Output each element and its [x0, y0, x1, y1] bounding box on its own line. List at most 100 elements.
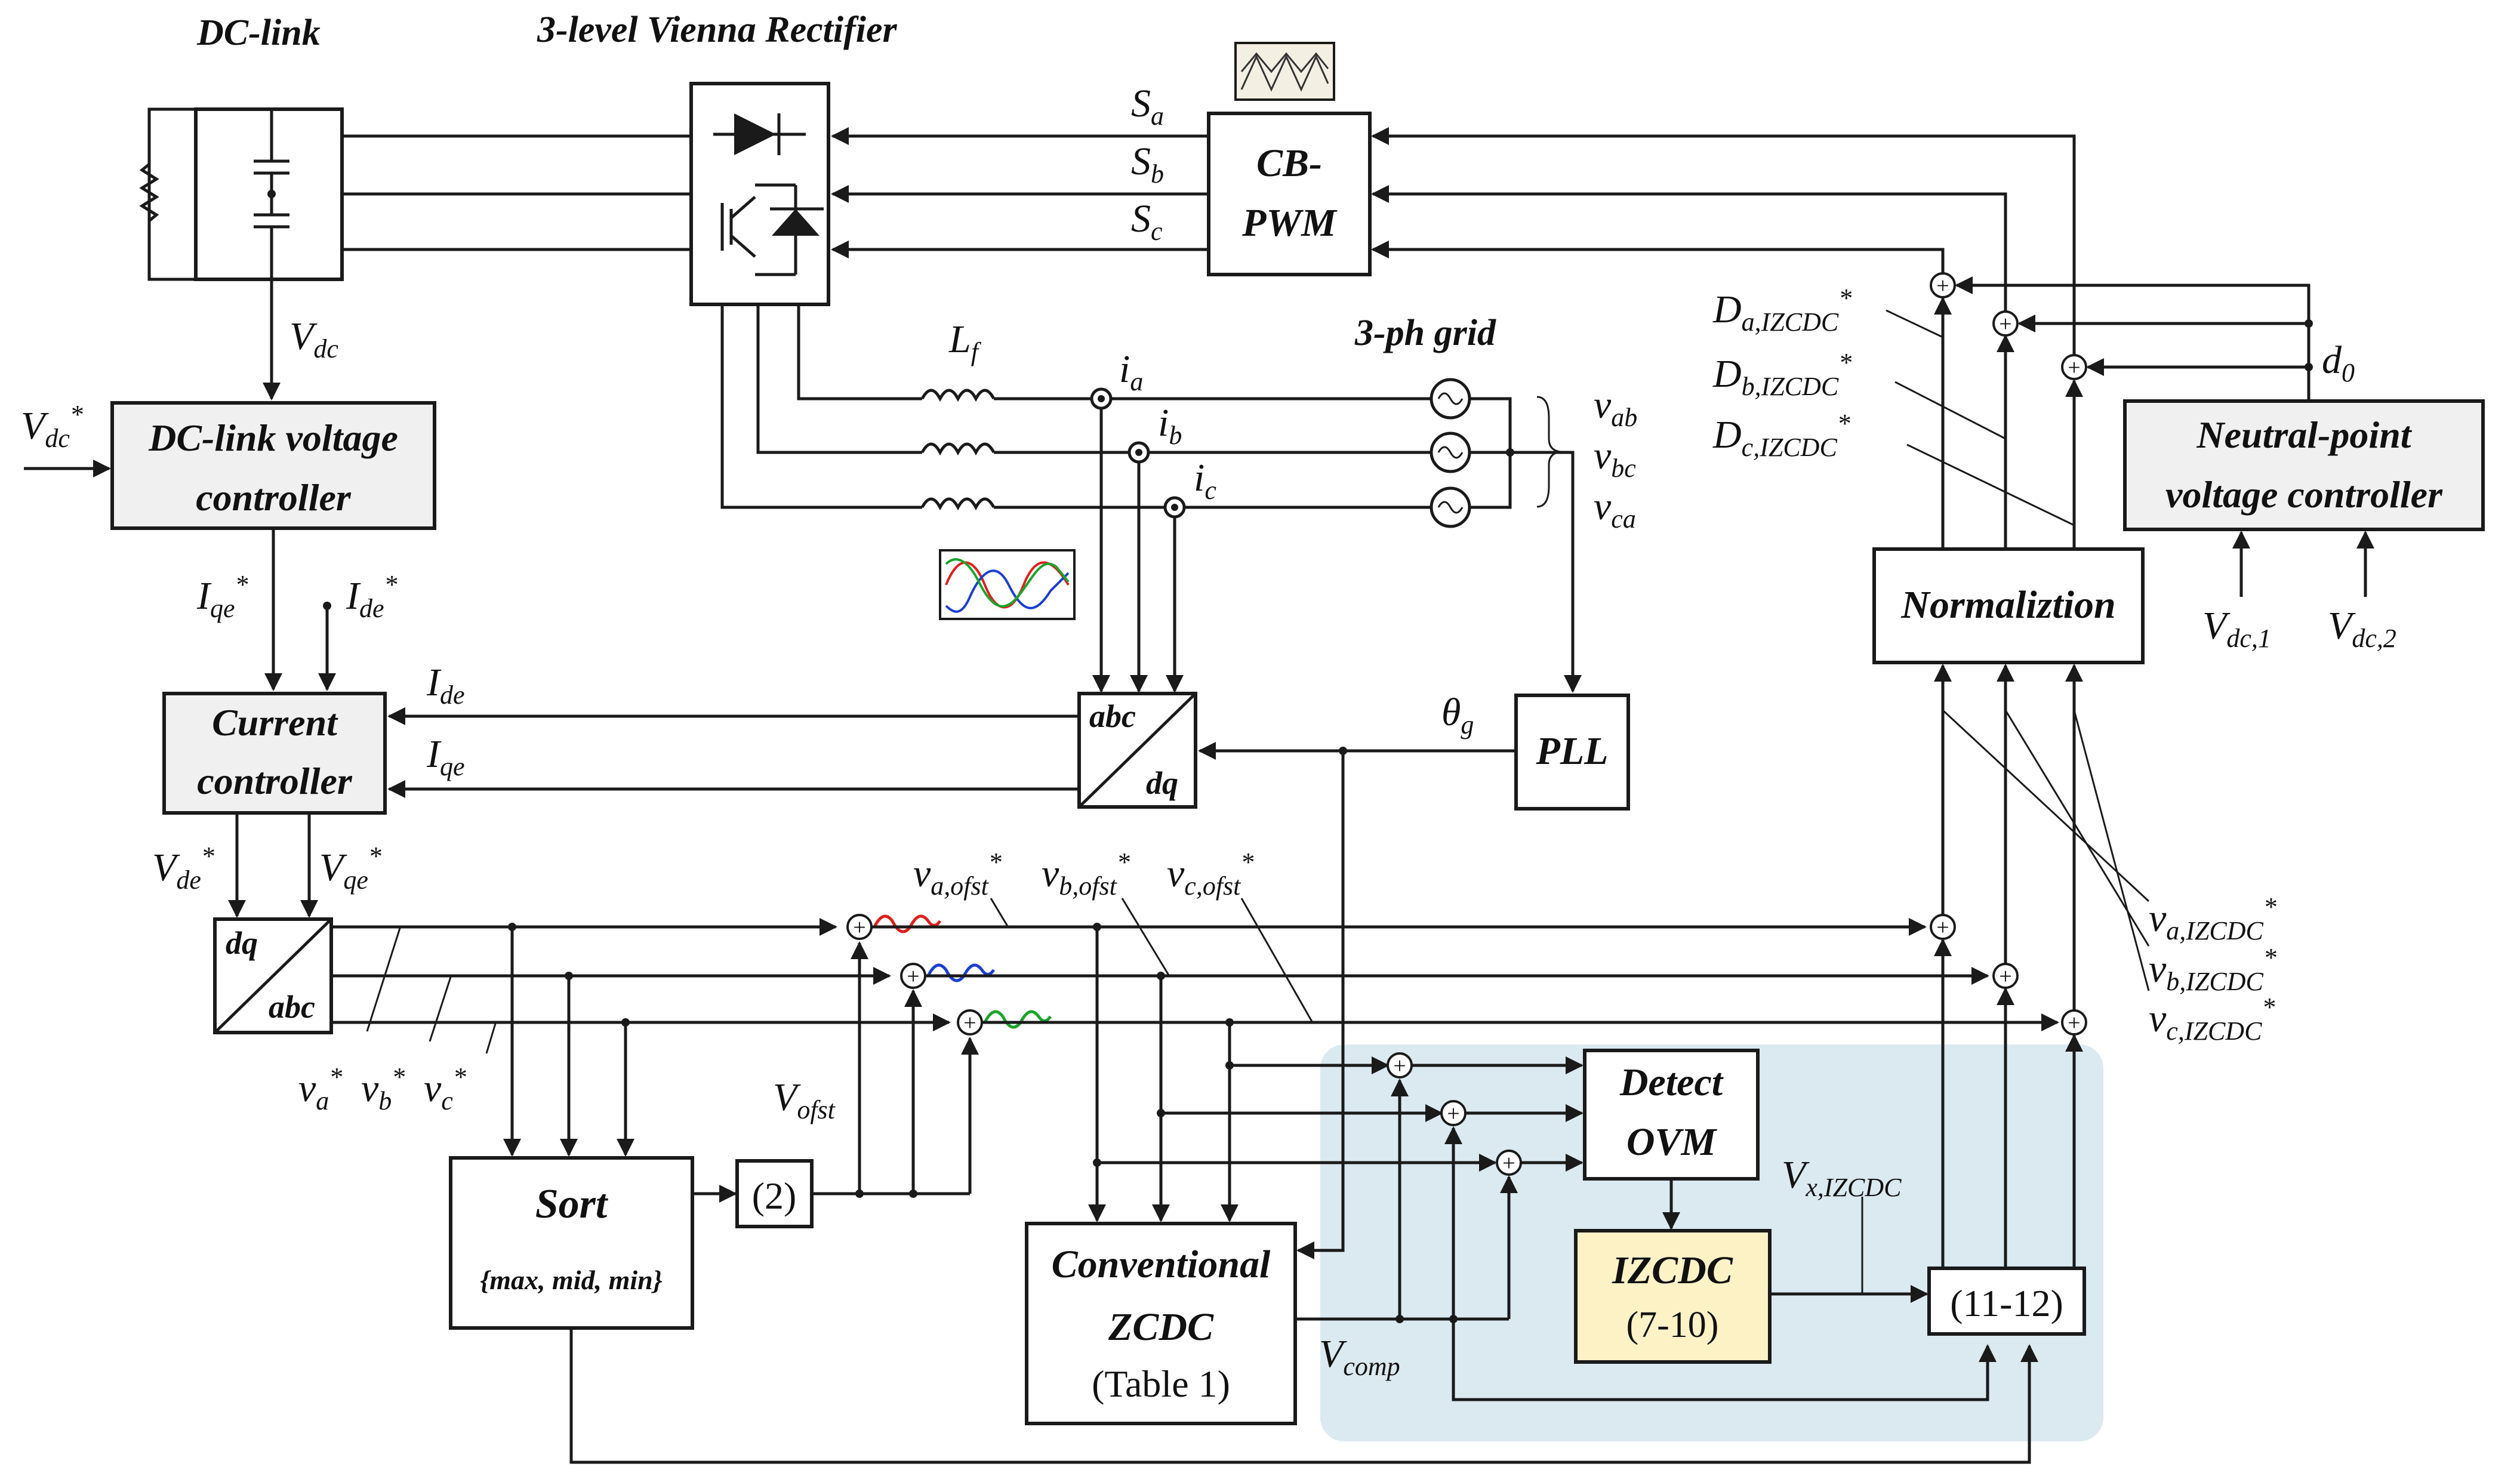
svg-text:dq: dq [226, 925, 258, 961]
vde-ref-label: Vde* [152, 842, 214, 895]
vb-izcdc-label: vb,IZCDC* [2149, 943, 2276, 996]
conv-zcdc-label-2: ZCDC [1108, 1305, 1214, 1349]
svg-text:abc: abc [269, 989, 315, 1025]
svg-text:dq: dq [1146, 765, 1178, 801]
ide-label: Ide [426, 661, 465, 710]
eq2-block [735, 1159, 814, 1228]
duty-sum-junctions: + + + [1930, 272, 2087, 380]
eq11-12-block [1927, 1267, 2086, 1336]
grid-title: 3-ph grid [1354, 313, 1496, 353]
dc-izcdc-label: Dc,IZCDC* [1712, 409, 1850, 462]
izcdc-label-1: IZCDC [1612, 1249, 1733, 1292]
dc-link [139, 107, 344, 281]
iqe-ref-label: Iqe* [196, 570, 248, 623]
vcomp-label: Vcomp [1319, 1332, 1400, 1381]
pll-block [1514, 694, 1630, 811]
pll-label: PLL [1536, 729, 1609, 773]
va-label: va* [298, 1062, 342, 1116]
svg-text:+: + [963, 1010, 976, 1036]
normalization-label: Normaliztion [1900, 583, 2115, 627]
sort-sublabel: {max, mid, min} [480, 1265, 663, 1295]
eq11-12-label: (11-12) [1950, 1282, 2063, 1324]
phase-b-waveform-icon [926, 963, 996, 982]
current-controller-label-1: Current [212, 701, 338, 744]
detect-sum-junctions: + + + [1387, 1052, 1522, 1176]
vab-label: vab [1594, 383, 1637, 432]
detect-ovm-label-2: OVM [1626, 1120, 1718, 1164]
dclink-controller-label-2: controller [196, 476, 352, 519]
da-izcdc-label: Da,IZCDC* [1712, 284, 1852, 337]
carrier-wave-icon [1234, 42, 1335, 101]
svg-text:abc: abc [1089, 698, 1136, 734]
svg-text:+: + [2068, 1010, 2080, 1036]
sort-block [449, 1156, 694, 1330]
current-controller-block [162, 692, 387, 815]
vdc-ref-label: Vdc* [21, 400, 83, 453]
iqe-label: Iqe [426, 732, 465, 781]
conv-zcdc-label-3: (Table 1) [1092, 1363, 1230, 1405]
ib-label: ib [1158, 401, 1182, 450]
vienna-title: 3-level Vienna Rectifier [537, 10, 898, 50]
d0-label: d0 [2322, 338, 2355, 387]
svg-text:+: + [1936, 273, 1949, 298]
vdc1-label: Vdc,1 [2202, 604, 2271, 653]
svg-text:Vdc: Vdc [289, 315, 338, 363]
vienna-rectifier [689, 82, 830, 306]
sb-label: Sb [1131, 140, 1164, 189]
izcdc-sum-junctions: + + + [1930, 914, 2087, 1036]
cbpwm-block [1207, 112, 1372, 276]
svg-text:+: + [2068, 355, 2080, 380]
svg-text:+: + [1393, 1053, 1406, 1079]
phase-a-waveform-icon [873, 914, 942, 933]
sort-label: Sort [535, 1181, 609, 1227]
np-controller-label-1: Neutral-point [2196, 414, 2412, 456]
conventional-zcdc-block [1025, 1222, 1297, 1425]
sc-label: Sc [1131, 197, 1163, 246]
three-phase-waveform-icon [939, 549, 1076, 620]
svg-text:+: + [907, 964, 919, 989]
neutral-point-controller-block [2123, 399, 2485, 531]
ic-label: ic [1194, 456, 1216, 505]
lf-label: Lf [948, 318, 982, 366]
vqe-ref-label: Vqe* [319, 842, 381, 895]
svg-text:+: + [853, 915, 865, 940]
vc-ofst-label: vc,ofst* [1167, 848, 1253, 901]
eq2-label: (2) [752, 1175, 797, 1217]
np-controller-label-2: voltage controller [2165, 473, 2443, 516]
sa-label: Sa [1131, 82, 1164, 131]
va-ofst-label: va,ofst* [913, 848, 1002, 901]
grid-sources [1430, 378, 1514, 528]
vdc2-label: Vdc,2 [2328, 604, 2396, 653]
cbpwm-label-2: PWM [1241, 201, 1338, 245]
db-izcdc-label: Db,IZCDC* [1712, 348, 1852, 401]
vx-izcdc-label: Vx,IZCDC [1782, 1153, 1902, 1202]
cbpwm-label-1: CB- [1256, 141, 1322, 185]
filter-inductors [920, 389, 996, 511]
dclink-controller-label-1: DC-link voltage [148, 417, 398, 459]
svg-text:+: + [1936, 915, 1949, 940]
normalization-block [1872, 547, 2145, 664]
conv-zcdc-label-1: Conventional [1052, 1243, 1271, 1286]
vb-label: vb* [361, 1062, 405, 1116]
current-controller-label-2: controller [197, 760, 353, 802]
dc-link-title: DC-link [196, 13, 321, 53]
vb-ofst-label: vb,ofst* [1042, 848, 1130, 901]
svg-text:+: + [1999, 964, 2011, 989]
phase-c-waveform-icon [983, 1010, 1052, 1029]
theta-label: θg [1441, 691, 1474, 739]
offset-sum-junctions: + + + [846, 914, 983, 1036]
dq-to-abc-transform: dq abc [213, 917, 333, 1034]
vc-izcdc-label: vc,IZCDC* [2149, 993, 2275, 1046]
izcdc-block [1574, 1229, 1772, 1364]
ia-label: ia [1119, 347, 1143, 396]
dclink-controller-block [110, 401, 436, 530]
vca-label: vca [1594, 485, 1636, 534]
izcdc-label-2: (7-10) [1626, 1305, 1719, 1345]
detect-ovm-label-1: Detect [1619, 1061, 1724, 1104]
vdc-label: Vdc [289, 315, 338, 363]
svg-text:+: + [1502, 1151, 1515, 1176]
vbc-label: vbc [1594, 434, 1636, 483]
va-izcdc-label: va,IZCDC* [2149, 892, 2276, 945]
vc-label: vc* [424, 1062, 466, 1116]
